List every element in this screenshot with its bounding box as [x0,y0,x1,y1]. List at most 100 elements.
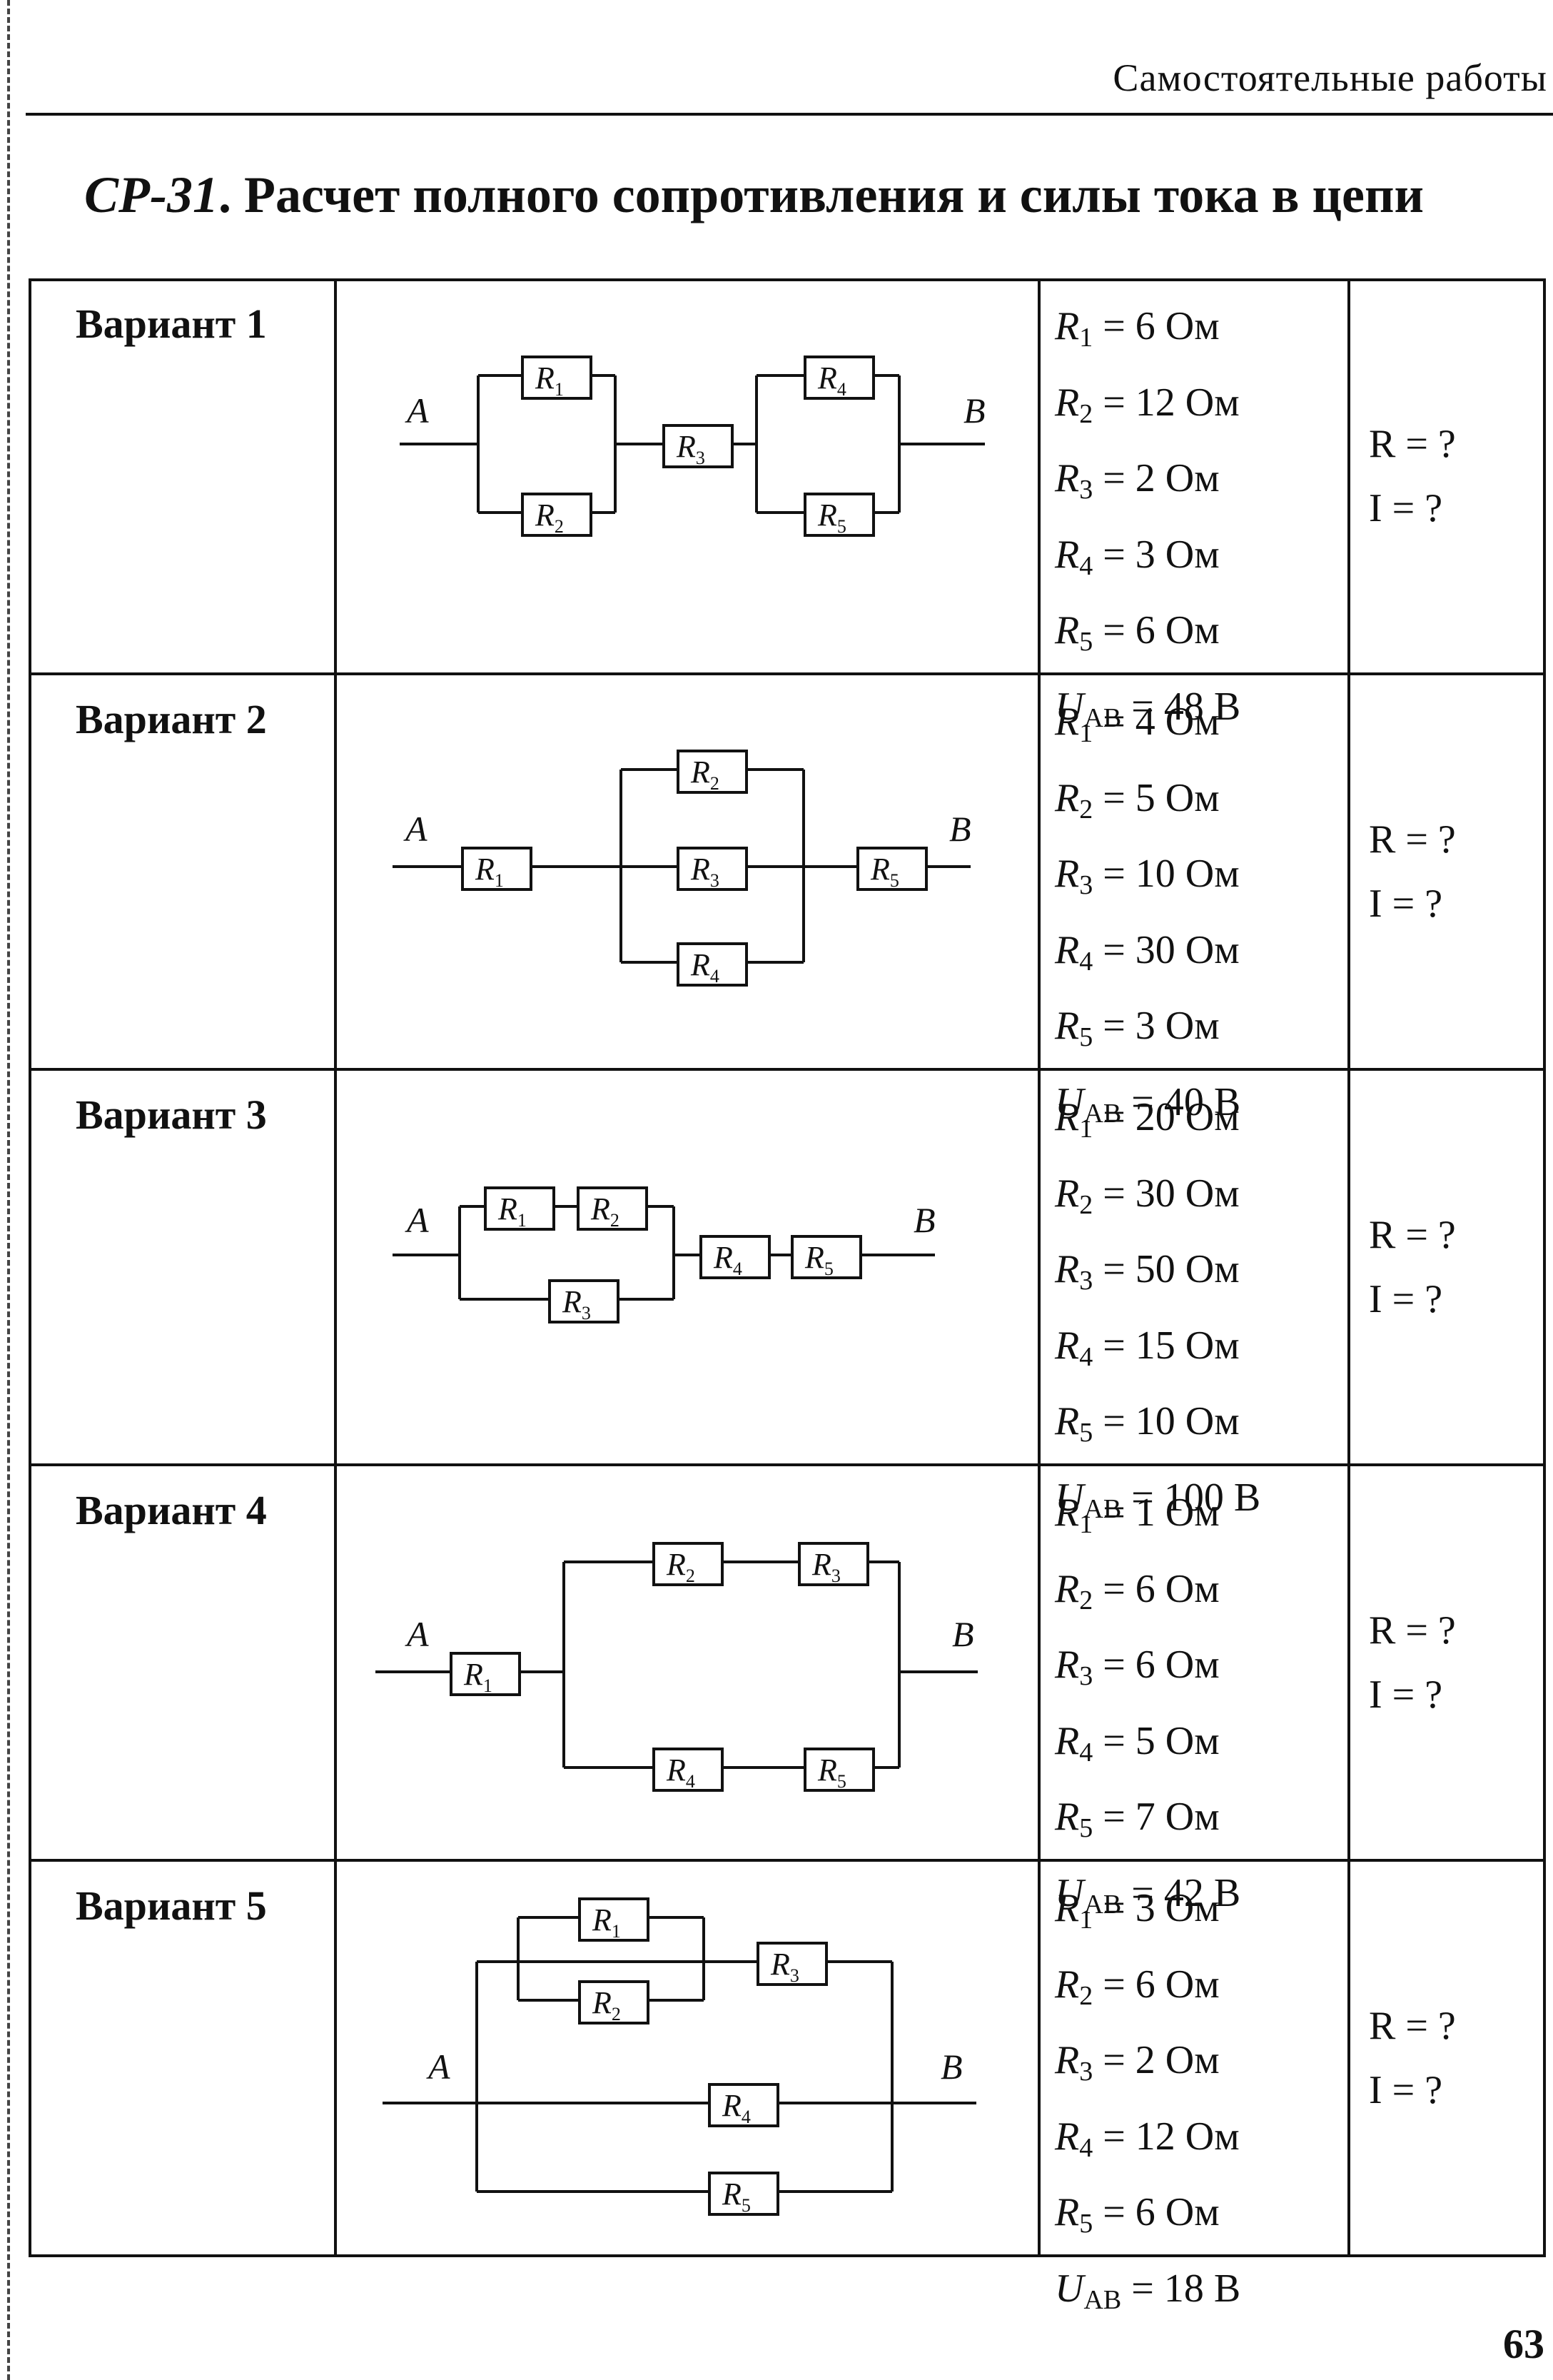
ask-resistance: R = ? [1369,2004,1456,2048]
terminal-a: A [405,1200,429,1240]
unknowns: R = ? I = ? [1349,674,1546,1069]
resistor-4 [699,1235,771,1279]
resistor-5 [856,847,928,891]
resistor-4 [652,1748,724,1792]
title-code: СР-31 [84,166,218,223]
resistor-3 [677,847,748,891]
resistor-5 [804,493,875,537]
resistor-5 [708,2172,779,2216]
variant-label: Вариант 1 [76,301,267,347]
given-value-row: R3 = 10 Ом [1055,852,1240,900]
cut-line [7,0,10,2380]
given-value-row: R4 = 15 Ом [1055,1323,1240,1372]
terminal-a: A [426,2047,450,2087]
given-values: R1 = 20 Ом R2 = 30 Ом R3 = 50 Ом R4 = 15 Ом… [1039,1069,1349,1524]
ask-current: I = ? [1369,2068,1443,2112]
given-value-row: UAB = 100 В [1055,1475,1261,1524]
resistor-4 [708,2083,779,2127]
resistor-2 [578,1980,649,2024]
ask-resistance: R = ? [1369,817,1456,862]
resistor-5 [791,1235,862,1279]
given-value-row: UAB = 48 В [1055,684,1241,733]
resistor-3 [757,1942,828,1986]
resistor-2 [577,1186,648,1231]
terminal-b: B [941,2047,963,2087]
terminal-b: B [952,1614,974,1654]
given-value-row: R3 = 6 Ом [1055,1643,1220,1691]
given-value-row: R4 = 3 Ом [1055,532,1220,581]
given-value-row: R2 = 12 Ом [1055,380,1240,429]
resistor-4 [804,356,875,400]
resistor-label: R4 [817,360,846,400]
resistor-2 [521,493,592,537]
ask-resistance: R = ? [1369,1608,1456,1653]
given-value-row: R3 = 50 Ом [1055,1247,1240,1296]
resistor-1 [461,847,532,891]
resistor-label: R3 [770,1947,799,1986]
unknowns: R = ? I = ? [1349,1860,1546,2256]
given-value-row: R5 = 7 Ом [1055,1795,1220,1843]
given-value-row: R3 = 2 Ом [1055,456,1220,505]
resistor-3 [798,1542,869,1586]
resistor-3 [662,424,734,468]
given-value-row: UAB = 42 В [1055,1870,1241,1920]
given-value-row: UAB = 40 В [1055,1079,1241,1129]
ask-current: I = ? [1369,486,1443,530]
given-value-row: R4 = 12 Ом [1055,2114,1240,2163]
given-value-row: R1 = 4 Ом [1055,700,1220,748]
given-value-row: UAB = 18 В [1055,2266,1241,2315]
resistor-3 [548,1279,619,1323]
given-value-row: R4 = 30 Ом [1055,927,1240,977]
variant-label: Вариант 5 [76,1882,267,1929]
resistor-1 [521,356,592,400]
resistor-1 [450,1652,521,1696]
given-value-row: R5 = 6 Ом [1055,2190,1220,2239]
table-grid-lines [29,278,1546,2257]
unknowns: R = ? I = ? [1349,278,1546,674]
terminal-b: B [949,809,971,849]
resistor-1 [578,1897,649,1942]
running-head: Самостоятельные работы [1113,56,1547,99]
given-value-row: R2 = 6 Ом [1055,1962,1220,2011]
ask-resistance: R = ? [1369,422,1456,466]
terminal-a: A [405,1614,429,1654]
resistor-2 [652,1542,724,1586]
given-value-row: R2 = 30 Ом [1055,1171,1240,1220]
given-value-row: R1 = 20 Ом [1055,1095,1240,1144]
variant-label: Вариант 4 [76,1487,267,1533]
variant-label: Вариант 3 [76,1091,267,1138]
resistor-1 [484,1186,555,1231]
ask-current: I = ? [1369,1673,1443,1717]
unknowns: R = ? I = ? [1349,1465,1546,1860]
given-value-row: R2 = 6 Ом [1055,1566,1220,1615]
ask-current: I = ? [1369,882,1443,926]
resistor-2 [677,750,748,794]
given-value-row: R5 = 10 Ом [1055,1399,1240,1448]
title-text: . Расчет полного сопротивления и силы то… [218,166,1424,223]
given-value-row: R2 = 5 Ом [1055,775,1220,825]
resistor-4 [677,942,748,987]
terminal-b: B [963,390,986,430]
resistor-label: R3 [676,429,705,468]
resistor-label: R2 [590,1191,619,1231]
resistor-5 [804,1748,875,1792]
given-value-row: R1 = 1 Ом [1055,1491,1220,1539]
page-title: СР-31. Расчет полного сопротивления и си… [84,166,1424,225]
header-rule [26,113,1553,116]
given-value-row: R1 = 3 Ом [1055,1886,1220,1935]
resistor-label: R4 [666,1753,695,1792]
